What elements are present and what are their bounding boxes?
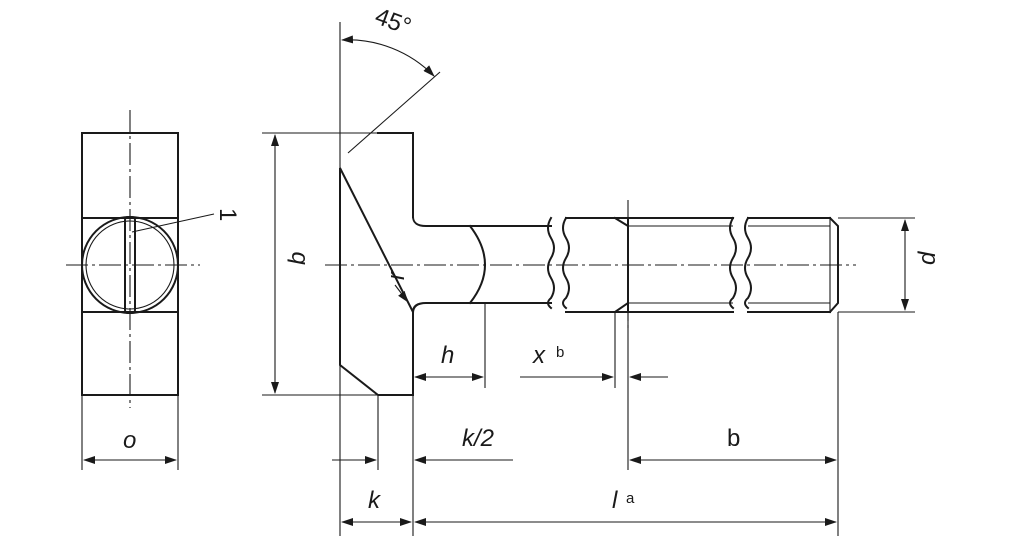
dim-b-head-label: b [284, 252, 311, 265]
dim-x-label: x [532, 342, 546, 369]
dim-d-label: d [914, 251, 941, 265]
side-view [325, 132, 856, 396]
callout-1-label: 1 [214, 208, 241, 221]
end-view: 1 o [66, 110, 241, 470]
dim-k-label: k [368, 487, 382, 514]
dim-l-note: a [626, 490, 635, 507]
dim-h-label: h [441, 342, 454, 369]
dim-k-half-label: k/2 [462, 425, 494, 452]
dimensions: 45° b r d h x b k/2 b [262, 3, 941, 536]
dim-r-label: r [383, 271, 410, 280]
bolt-head [339, 132, 414, 396]
dim-l-label: l [612, 487, 618, 514]
angle-arc [341, 35, 435, 77]
dim-r-leader [394, 284, 409, 303]
end-view-shank-circle [81, 216, 179, 314]
angle-label: 45° [371, 3, 414, 41]
dim-o-label: o [123, 427, 136, 454]
dim-b-thread-label: b [727, 425, 740, 452]
dim-x-note: b [556, 344, 564, 361]
